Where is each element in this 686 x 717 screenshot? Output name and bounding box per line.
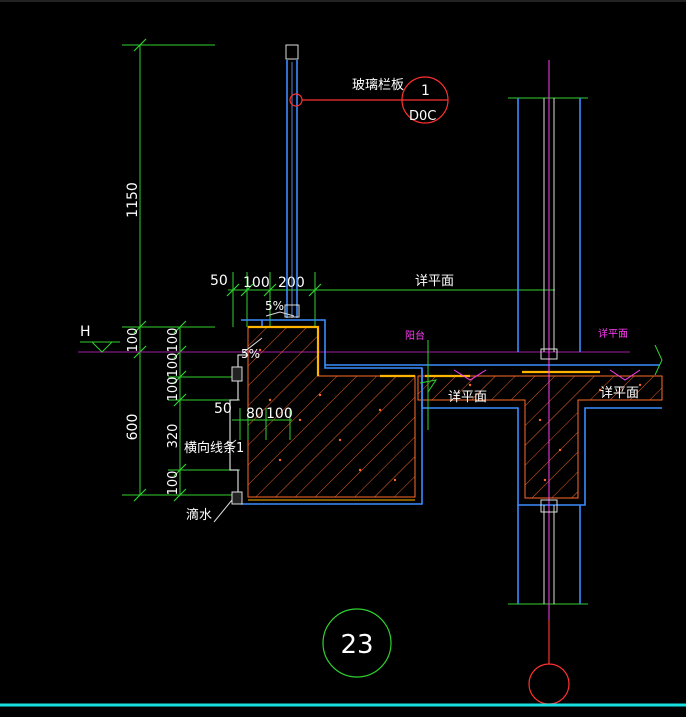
level-mark-label: H (80, 324, 91, 340)
dim-200-top: 200 (278, 275, 305, 291)
dim-100-top: 100 (126, 328, 141, 353)
dim-100-top-w: 100 (243, 275, 270, 291)
balcony-label: 阳台 (405, 329, 425, 342)
see-plan-right-label: 详平面 (600, 386, 639, 401)
glass-railing (284, 44, 303, 318)
parapet-structure (229, 311, 423, 505)
detail-ref-sheet: D0C (409, 109, 436, 124)
glass-railing-label: 玻璃栏板 (352, 78, 404, 93)
dim-320: 320 (166, 424, 181, 449)
see-plan-magenta-label: 详平面 (598, 327, 628, 340)
see-plan-top-label: 详平面 (415, 274, 454, 289)
dim-100-bottom: 100 (166, 471, 181, 496)
dim-50-mid: 50 (214, 401, 232, 417)
detail-ref-number: 1 (421, 83, 430, 99)
top-horizontal-dimensions (226, 272, 555, 327)
vertical-dimension-chain (122, 38, 265, 502)
level-mark (78, 341, 630, 353)
slope-top-label: 5% (265, 299, 284, 313)
dim-100-b: 100 (166, 353, 181, 378)
see-plan-mid-label: 详平面 (448, 390, 487, 405)
dim-1150: 1150 (125, 182, 141, 218)
dim-80-mid: 80 (246, 406, 264, 422)
drip-label: 滴水 (186, 507, 212, 523)
slab-break-marks (419, 340, 663, 430)
right-wall (508, 60, 588, 705)
dim-600: 600 (125, 414, 141, 441)
floor-slab-beam (325, 364, 663, 506)
dim-100-a: 100 (166, 328, 181, 353)
detail-number-bubble (322, 608, 392, 678)
horizontal-molding-label: 横向线条1 (184, 440, 244, 456)
slope-mid-label: 5% (241, 347, 260, 361)
dim-100-c: 100 (166, 377, 181, 402)
detail-number: 23 (340, 630, 373, 660)
mid-horizontal-dimensions (232, 408, 292, 440)
dim-100-mid: 100 (266, 406, 293, 422)
detail-callout (302, 76, 449, 124)
dim-50-top: 50 (210, 273, 228, 289)
